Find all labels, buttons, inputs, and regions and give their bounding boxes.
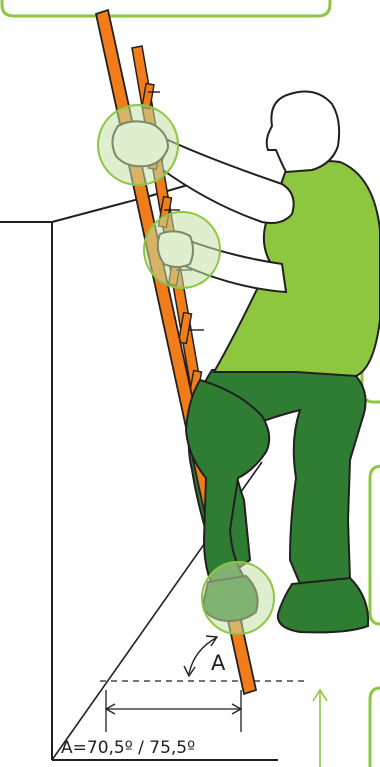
- right-panel-3-border: [370, 688, 380, 767]
- up-arrow-icon: [313, 690, 327, 767]
- upper-hand-contact-highlight: [98, 105, 178, 185]
- foot-contact-highlight: [202, 562, 274, 634]
- right-panel-2-border: [370, 466, 380, 624]
- upper-arm: [160, 140, 294, 223]
- back-shoe: [278, 578, 368, 632]
- head: [267, 92, 339, 172]
- angle-caption: A=70,5º / 75,5º: [61, 738, 195, 758]
- angle-label: A: [211, 651, 226, 675]
- lower-hand-contact-highlight: [144, 212, 220, 288]
- base-distance-dimension: [106, 690, 241, 732]
- top-panel-border: [2, 0, 330, 16]
